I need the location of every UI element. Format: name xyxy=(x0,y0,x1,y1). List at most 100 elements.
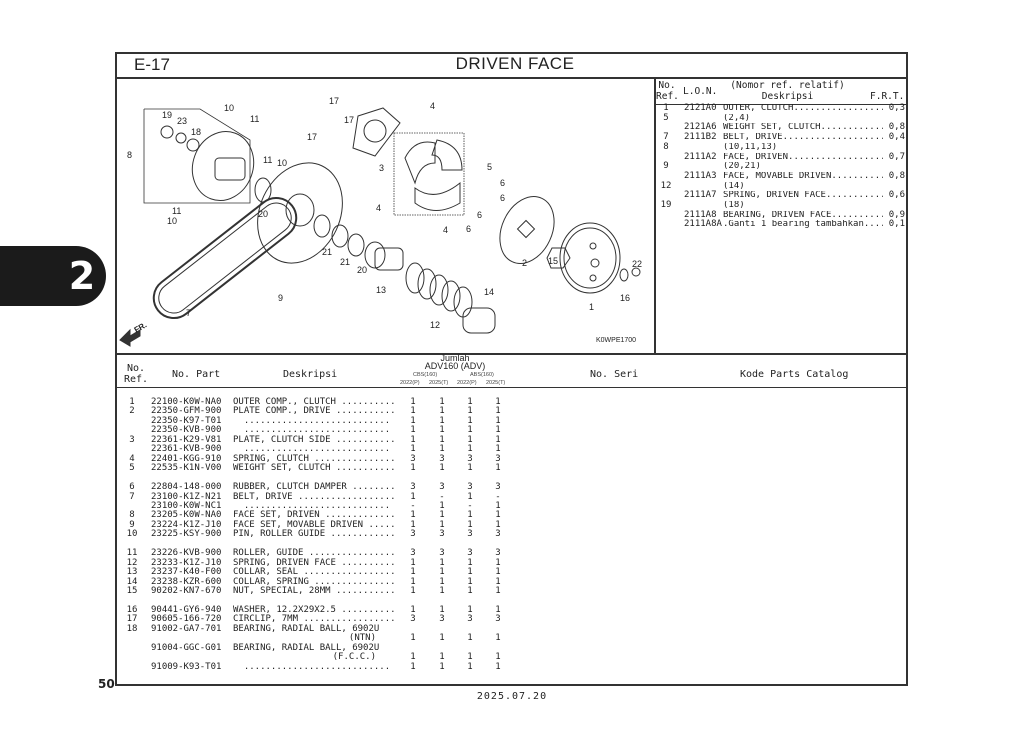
frt-row-ref: 9 xyxy=(663,161,669,172)
frt-row-desc: (14) xyxy=(723,181,745,191)
row-quantity: 1 xyxy=(495,444,501,455)
row-description: ROLLER, GUIDE ................ xyxy=(233,548,396,559)
page-number: 50 xyxy=(98,677,115,691)
row-part-number: 91002-GA7-701 xyxy=(151,623,222,634)
row-ref: 13 xyxy=(126,567,138,578)
row-quantity: 1 xyxy=(467,491,473,502)
frt-row-frt: 0,7 xyxy=(888,151,905,162)
row-part-number: 22361-K29-V81 xyxy=(151,434,222,445)
row-quantity: 1 xyxy=(439,406,445,417)
row-ref: 6 xyxy=(129,482,135,493)
row-quantity: 1 xyxy=(495,567,501,578)
row-quantity: 3 xyxy=(439,614,445,625)
frt-row-lon: 2111A8 xyxy=(684,209,717,220)
row-ref: 1 xyxy=(129,397,135,407)
row-quantity: 1 xyxy=(467,415,473,426)
divider xyxy=(115,353,908,355)
row-quantity: 1 xyxy=(495,519,501,530)
callout-label: 18 xyxy=(191,127,202,137)
row-quantity: 1 xyxy=(467,406,473,417)
callout-label: 17 xyxy=(329,96,340,106)
parts-header-group-abs: ABS(160) xyxy=(470,372,494,378)
callout-label: 7 xyxy=(186,308,192,318)
frt-row-lon: 2111A7 xyxy=(684,190,717,201)
row-quantity: 1 xyxy=(410,415,416,426)
frt-row-lon: 2111B2 xyxy=(684,132,717,143)
row-quantity: 1 xyxy=(410,652,416,663)
callout-label: 17 xyxy=(307,132,318,142)
row-description: BEARING, RADIAL BALL, 6902U xyxy=(233,623,380,634)
row-quantity: 1 xyxy=(439,415,445,426)
row-quantity: 3 xyxy=(467,482,473,493)
frt-header-desc-top: (Nomor ref. relatif) xyxy=(730,80,845,91)
row-quantity: 3 xyxy=(439,482,445,493)
row-quantity: 1 xyxy=(410,491,416,502)
page-frame xyxy=(115,52,908,686)
frt-row-desc: BEARING, DRIVEN FACE............. xyxy=(723,210,883,220)
row-quantity: 1 xyxy=(495,661,501,672)
row-part-number: 91009-K93-T01 xyxy=(151,661,222,672)
row-part-number: 22350-K97-T01 xyxy=(151,415,222,426)
frt-header-desc: Deskripsi xyxy=(761,91,814,102)
parts-header-catalog: Kode Parts Catalog xyxy=(740,369,849,380)
row-quantity: 1 xyxy=(467,510,473,521)
row-description-suffix: (NTN) xyxy=(348,633,376,644)
row-quantity: 1 xyxy=(467,633,473,644)
frt-row-ref: 7 xyxy=(663,132,669,143)
row-part-number: 22350-KVB-900 xyxy=(151,425,222,436)
row-part-number: 23100-K1Z-N21 xyxy=(151,491,222,502)
row-quantity: 3 xyxy=(495,614,501,625)
row-description: PLATE, CLUTCH SIDE ........... xyxy=(233,434,396,445)
row-ref: 5 xyxy=(129,463,135,474)
chapter-tab[interactable]: 2 xyxy=(0,246,106,306)
row-description: ........................... xyxy=(233,425,391,436)
row-description: FACE SET, MOVABLE DRIVEN ..... xyxy=(233,519,396,530)
row-quantity: 1 xyxy=(495,604,501,615)
divider xyxy=(654,77,656,354)
row-quantity: 1 xyxy=(410,604,416,615)
row-quantity: 3 xyxy=(410,548,416,559)
callout-label: 19 xyxy=(162,110,173,120)
row-quantity: 3 xyxy=(495,453,501,464)
row-part-number: 90441-GY6-940 xyxy=(151,604,222,615)
row-quantity: 1 xyxy=(495,406,501,417)
row-description: WASHER, 12.2X29X2.5 .......... xyxy=(233,604,396,615)
row-quantity: 3 xyxy=(410,614,416,625)
row-quantity: 1 xyxy=(410,557,416,568)
row-description: SPRING, DRIVEN FACE .......... xyxy=(233,557,396,568)
row-quantity: 1 xyxy=(495,425,501,436)
divider xyxy=(115,77,908,79)
row-description: SPRING, CLUTCH ............... xyxy=(233,453,396,464)
row-quantity: 1 xyxy=(439,519,445,530)
row-ref: 4 xyxy=(129,453,135,464)
row-ref: 17 xyxy=(126,614,138,625)
row-quantity: 3 xyxy=(467,529,473,540)
callout-label: 4 xyxy=(376,203,382,213)
callout-label: 16 xyxy=(620,293,631,303)
row-ref: 9 xyxy=(129,519,135,530)
row-part-number: 23238-KZR-600 xyxy=(151,576,222,587)
frt-row-lon: 2111A2 xyxy=(684,151,717,162)
row-quantity: 1 xyxy=(410,397,416,407)
row-quantity: 1 xyxy=(439,604,445,615)
row-quantity: 1 xyxy=(439,661,445,672)
frt-row-desc: FACE, DRIVEN..................... xyxy=(723,152,883,162)
frt-row-lon: 2111A3 xyxy=(684,170,717,181)
callout-label: 23 xyxy=(177,116,188,126)
row-quantity: 3 xyxy=(467,453,473,464)
row-ref: 14 xyxy=(126,576,138,587)
frt-row-desc: OUTER, CLUTCH.................... xyxy=(723,104,883,113)
frt-row-lon: 2121A0 xyxy=(684,103,717,113)
callout-label: 8 xyxy=(127,150,133,160)
row-description-suffix: (F.C.C.) xyxy=(332,652,376,663)
row-description: WEIGHT SET, CLUTCH ........... xyxy=(233,463,396,474)
clutch-outer xyxy=(559,222,641,294)
callout-label: 12 xyxy=(430,320,441,330)
row-quantity: 1 xyxy=(439,444,445,455)
callout-label: 13 xyxy=(376,285,387,295)
row-quantity: 1 xyxy=(410,434,416,445)
row-description: PIN, ROLLER GUIDE ............ xyxy=(233,529,396,540)
frt-row-ref: 19 xyxy=(660,200,672,210)
parts-header-ref: No. Ref. xyxy=(123,363,149,385)
